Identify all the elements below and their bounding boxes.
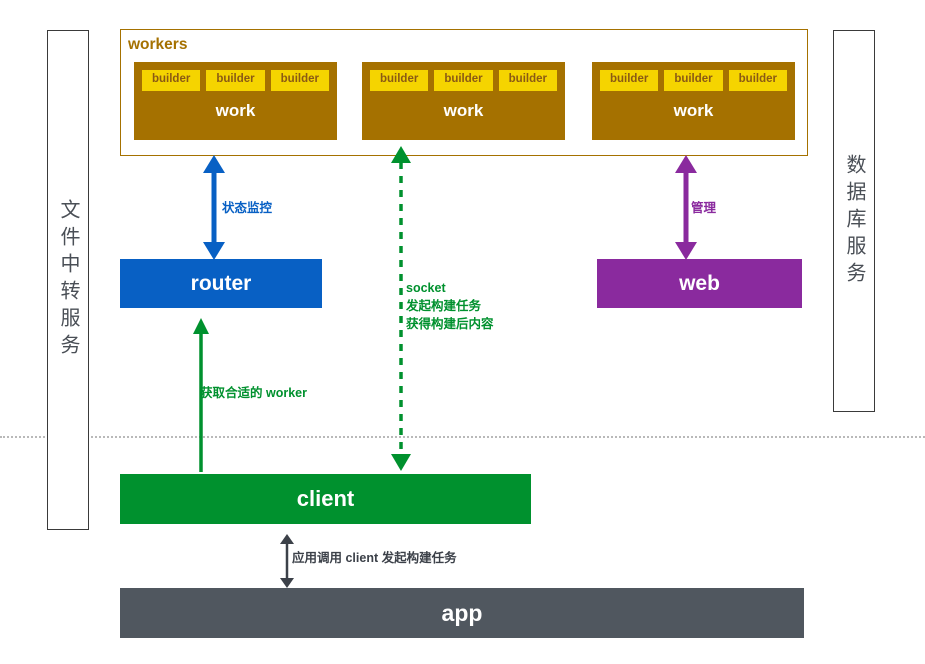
builder-chip[interactable]: builder bbox=[600, 70, 659, 91]
socket-edge-label-line2: 发起构建任务 bbox=[406, 299, 482, 314]
horizontal-separator bbox=[0, 436, 925, 438]
manage-edge-label: 管理 bbox=[691, 201, 717, 215]
work-label: work bbox=[673, 101, 714, 121]
manage-arrow-icon bbox=[675, 155, 697, 260]
work-group-1[interactable]: builder builder builder work bbox=[134, 62, 337, 140]
builder-chip[interactable]: builder bbox=[434, 70, 493, 91]
builder-chip[interactable]: builder bbox=[664, 70, 723, 91]
socket-edge-label-line3: 获得构建后内容 bbox=[406, 317, 494, 332]
router-node[interactable]: router bbox=[120, 259, 322, 308]
work-label: work bbox=[443, 101, 484, 121]
work-group-2[interactable]: builder builder builder work bbox=[362, 62, 565, 140]
builder-chip[interactable]: builder bbox=[142, 70, 201, 91]
socket-edge-label-line1: socket bbox=[406, 281, 446, 295]
monitor-arrow-icon bbox=[203, 155, 225, 260]
client-node[interactable]: client bbox=[120, 474, 531, 524]
socket-edge-label: socket 发起构建任务 获得构建后内容 bbox=[406, 279, 494, 333]
app-node[interactable]: app bbox=[120, 588, 804, 638]
workers-title: workers bbox=[128, 36, 188, 53]
workers-container bbox=[120, 29, 808, 156]
right-service-column: 数据库服务 bbox=[833, 30, 875, 412]
left-service-column: 文件中转服务 bbox=[47, 30, 89, 530]
app-call-edge-label: 应用调用 client 发起构建任务 bbox=[292, 551, 457, 565]
left-service-label: 文件中转服务 bbox=[57, 199, 79, 361]
builder-row-1: builder builder builder bbox=[134, 62, 337, 91]
work-group-3[interactable]: builder builder builder work bbox=[592, 62, 795, 140]
builder-chip[interactable]: builder bbox=[270, 70, 329, 91]
socket-dashed-arrow-icon bbox=[391, 146, 411, 471]
pick-worker-edge-label: 获取合适的 worker bbox=[200, 386, 307, 400]
pick-worker-arrow-icon bbox=[193, 318, 209, 472]
work-label: work bbox=[215, 101, 256, 121]
builder-chip[interactable]: builder bbox=[498, 70, 557, 91]
app-call-arrow-icon bbox=[280, 534, 294, 588]
web-node[interactable]: web bbox=[597, 259, 802, 308]
builder-row-3: builder builder builder bbox=[592, 62, 795, 91]
monitor-edge-label: 状态监控 bbox=[222, 201, 273, 215]
right-service-label: 数据库服务 bbox=[843, 153, 865, 289]
builder-chip[interactable]: builder bbox=[728, 70, 787, 91]
builder-chip[interactable]: builder bbox=[370, 70, 429, 91]
builder-chip[interactable]: builder bbox=[206, 70, 265, 91]
builder-row-2: builder builder builder bbox=[362, 62, 565, 91]
